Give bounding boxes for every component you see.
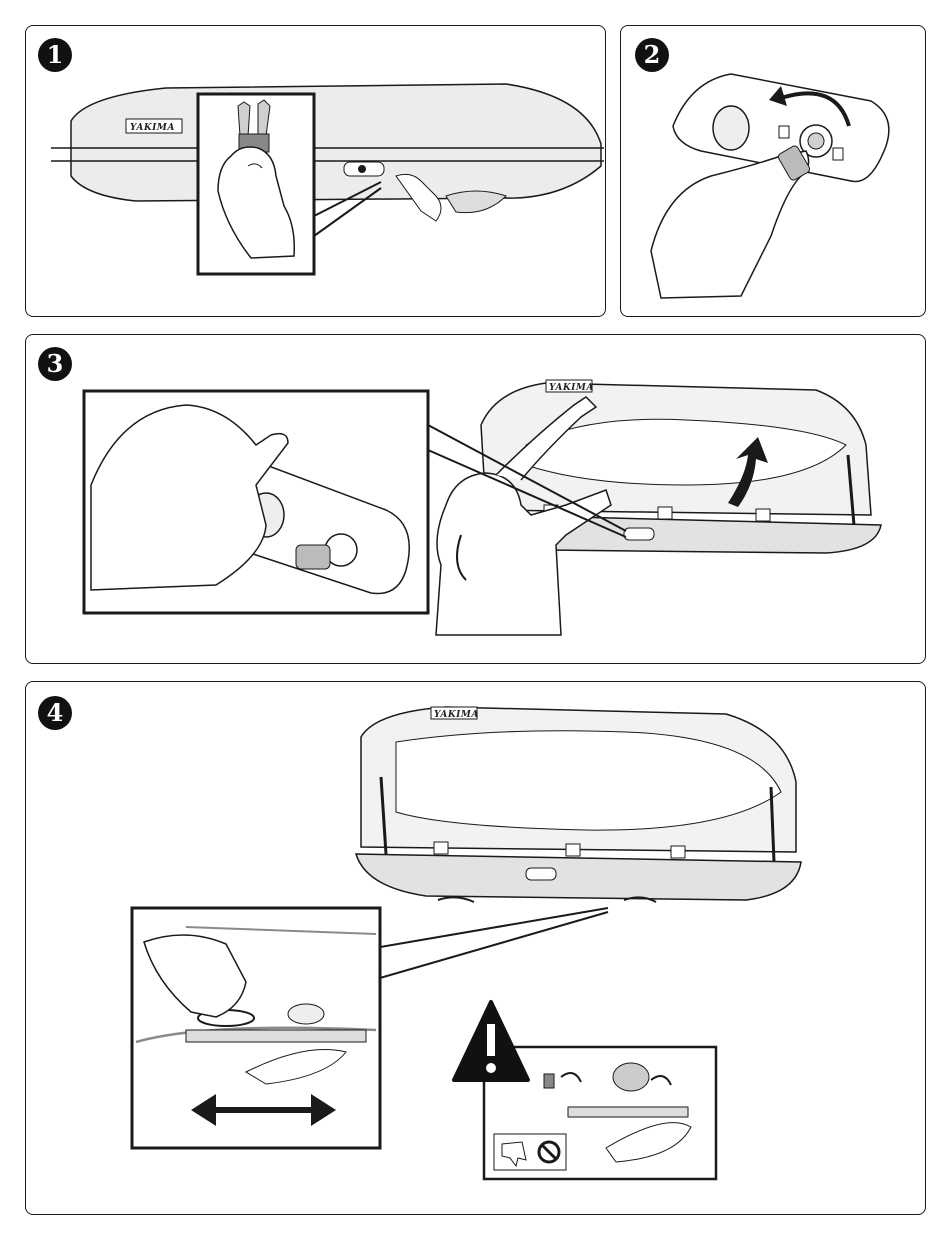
step-2-panel: 2 [620, 25, 926, 317]
svg-text:YAKIMA: YAKIMA [434, 710, 479, 720]
lock-housing [526, 868, 556, 880]
cargo-box-base [356, 854, 801, 900]
step-1-illustration: YAKIMA [26, 26, 607, 318]
step-4-panel: 4 YAKIMA [25, 681, 926, 1215]
step-2-illustration [621, 26, 927, 318]
step-3-illustration: YAKIMA [26, 335, 927, 665]
lock-housing [624, 528, 654, 540]
key-icon [296, 545, 330, 569]
step-3-panel: 3 YAKIMA [25, 334, 926, 664]
step-4-illustration: YAKIMA [26, 682, 927, 1216]
hand-icon [651, 151, 809, 298]
cargo-box [71, 84, 601, 201]
step-1-panel: 1 YAKIMA [25, 25, 606, 317]
svg-text:YAKIMA: YAKIMA [549, 383, 594, 393]
brand-logo: YAKIMA [130, 123, 175, 133]
